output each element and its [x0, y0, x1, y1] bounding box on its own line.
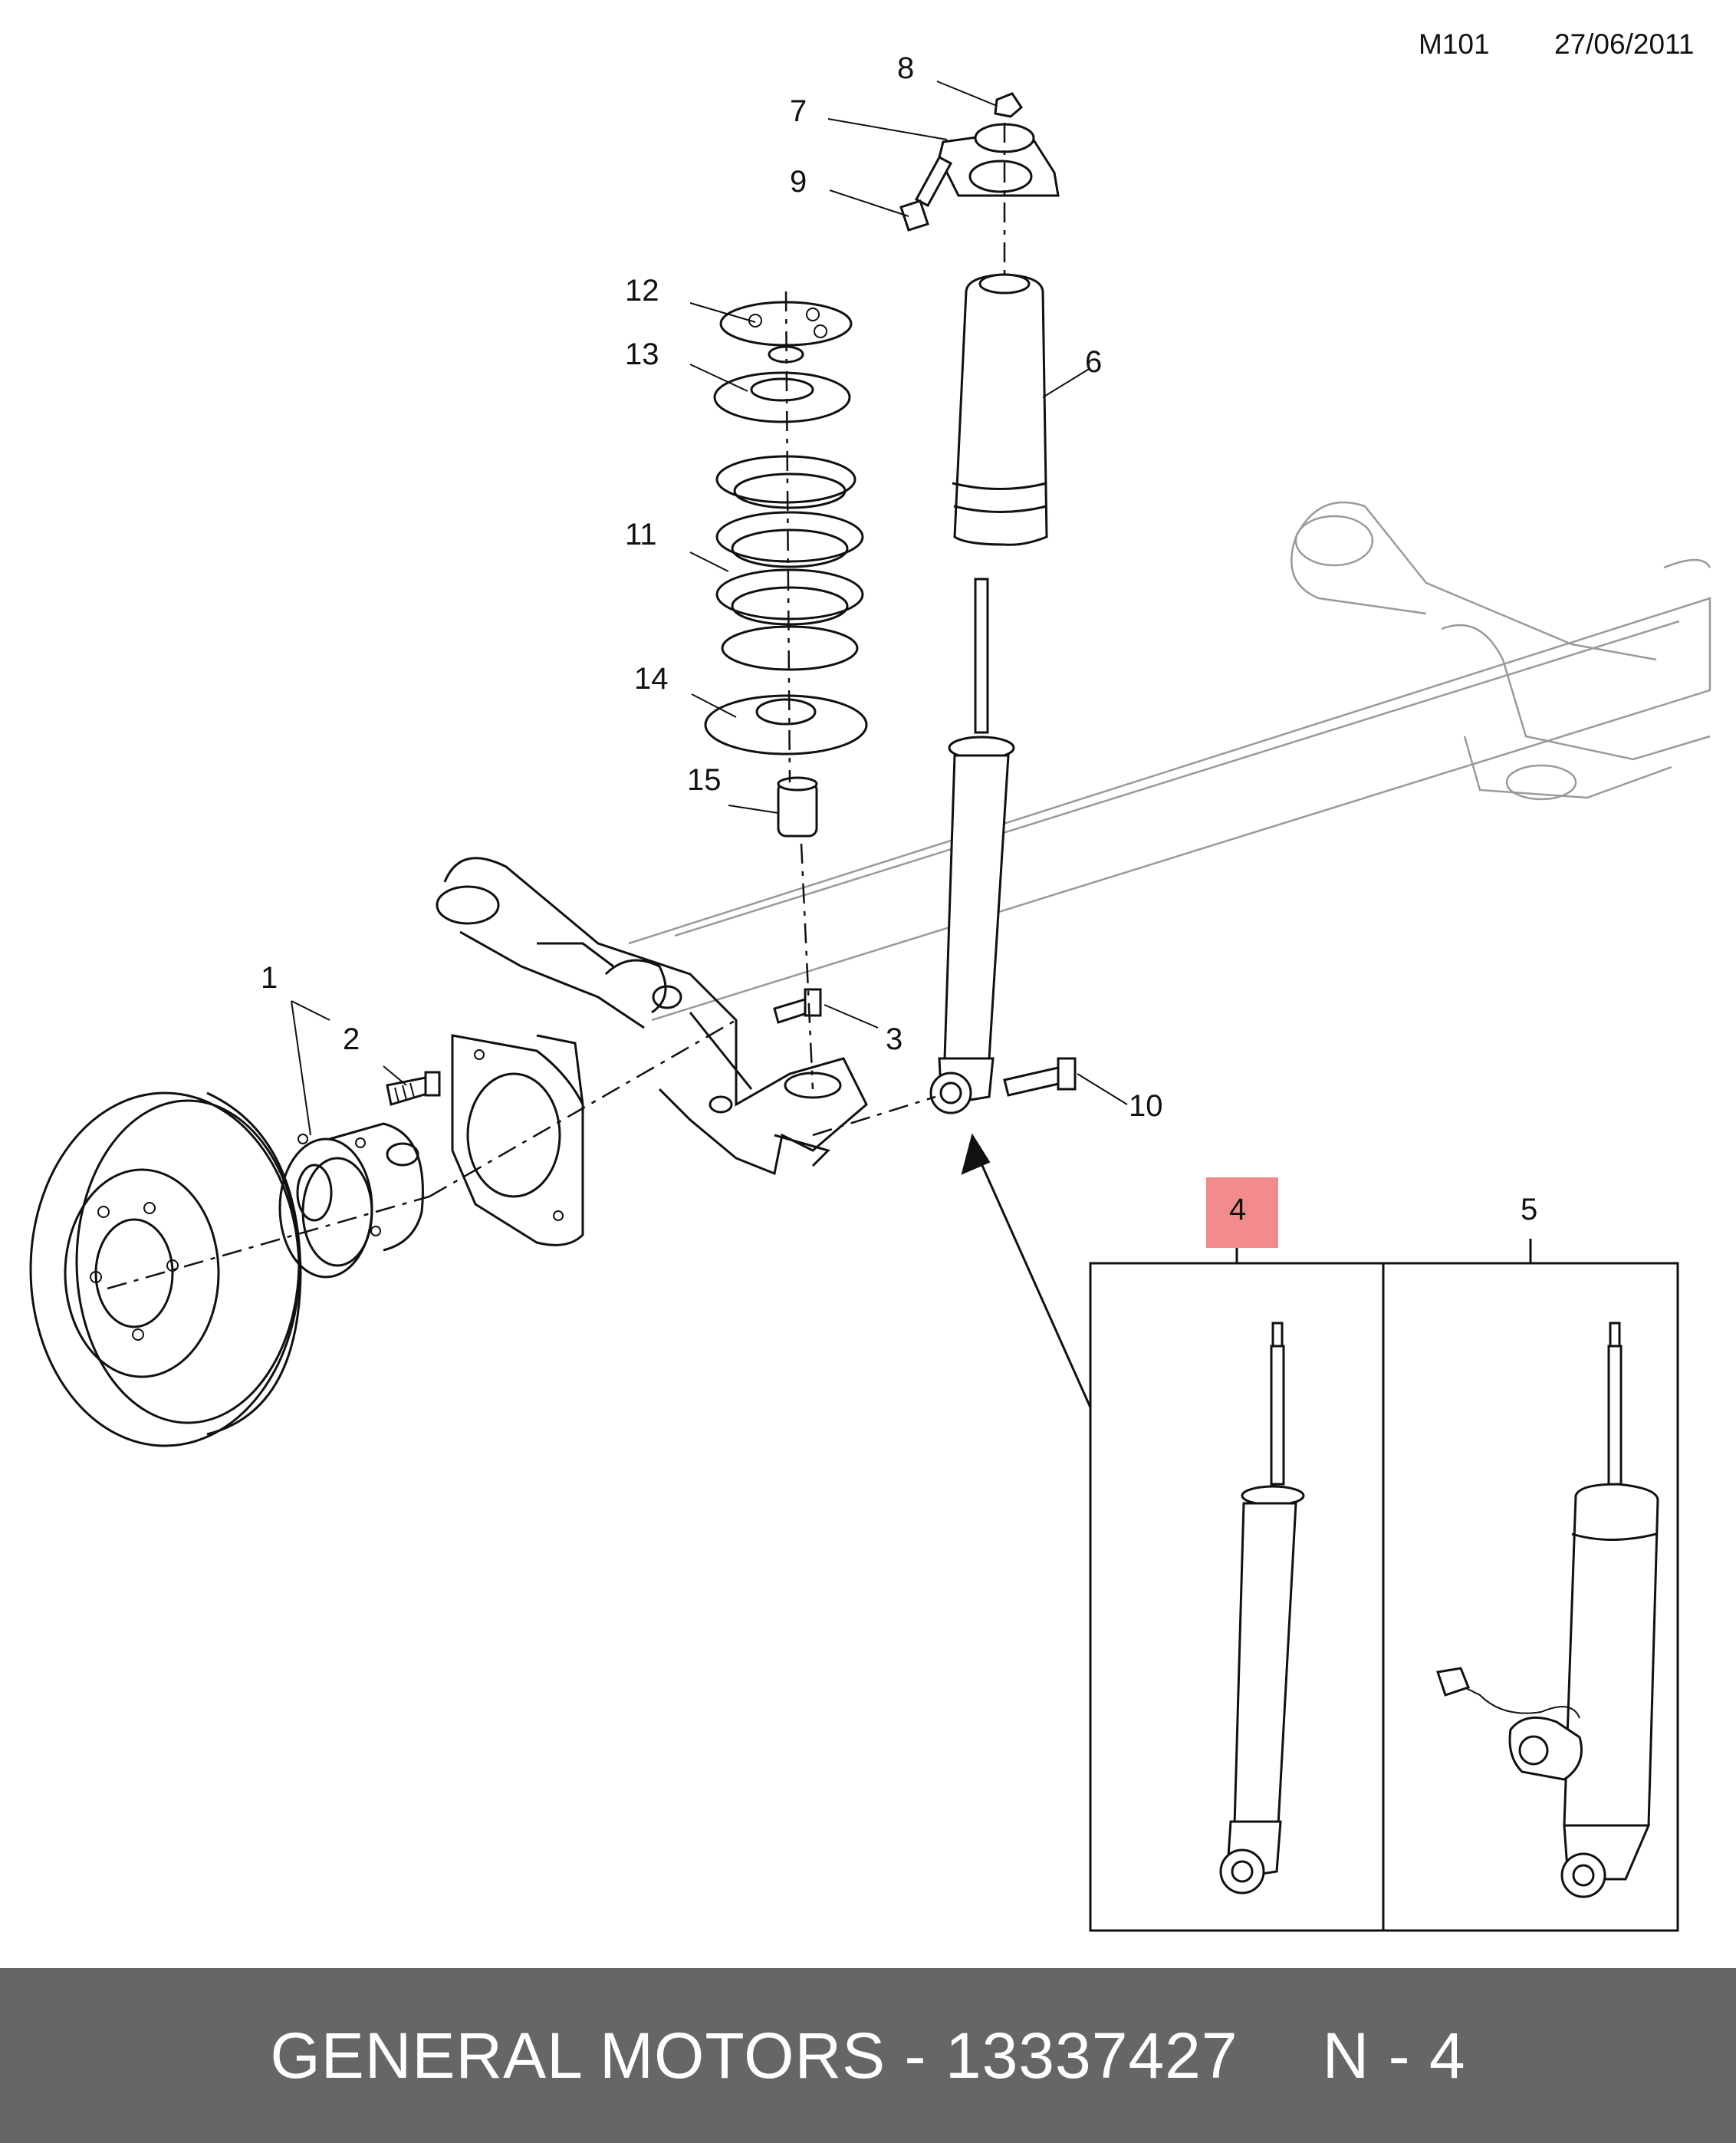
- callout-4: 4: [1229, 1193, 1246, 1226]
- callout-12: 12: [625, 274, 659, 308]
- shock-absorber-part-5[interactable]: [1436, 1322, 1659, 1898]
- callout-15: 15: [687, 763, 722, 797]
- shock-bolt: [1003, 1057, 1077, 1097]
- parts-detail-box: [1089, 1177, 1679, 1932]
- diagram-date: 27/06/2011: [1554, 28, 1694, 60]
- brake-disc: [29, 1091, 302, 1447]
- top-mount-bolt-9: [899, 155, 953, 232]
- bump-stop-15: [777, 776, 818, 838]
- knuckle-bolt: [773, 988, 822, 1024]
- callout-10: 10: [1129, 1089, 1163, 1123]
- part-number: 13337427: [945, 2019, 1238, 2092]
- callout-7: 7: [790, 94, 807, 128]
- callout-labels: 8 7 9 12 13 6 11 14 15 1 2 3 10 4 5: [261, 51, 1537, 1226]
- exploded-parts-diagram: M101 27/06/2011: [29, 28, 1711, 1932]
- shock-absorber-part-4[interactable]: [1219, 1322, 1305, 1894]
- leader-lines: [291, 81, 1128, 1136]
- callout-14: 14: [634, 662, 669, 696]
- top-mount-nut-8: [994, 92, 1023, 118]
- highlight-marker: [1206, 1177, 1278, 1248]
- callout-3: 3: [886, 1022, 903, 1056]
- brand-name: GENERAL MOTORS: [270, 2019, 886, 2092]
- spring-seat-lower-14: [704, 694, 868, 755]
- coil-spring-11: [715, 455, 864, 671]
- detail-arrow: [961, 1133, 1092, 1408]
- callout-11: 11: [625, 518, 657, 551]
- shock-absorber-main: [929, 578, 1015, 1114]
- callout-6: 6: [1085, 345, 1102, 379]
- callout-9: 9: [790, 165, 807, 199]
- separator: -: [904, 2019, 927, 2092]
- callout-13: 13: [625, 337, 659, 371]
- diagram-code: M101: [1419, 28, 1490, 60]
- position-ref: N - 4: [1322, 2019, 1466, 2092]
- assembly-axes: [107, 123, 1006, 1290]
- rear-axle-beam: [628, 501, 1711, 1022]
- top-mount-7: [938, 123, 1060, 197]
- spring-insulator-13: [713, 371, 851, 423]
- callout-8: 8: [897, 51, 914, 85]
- dust-boot-6: [952, 273, 1048, 546]
- callout-5: 5: [1521, 1193, 1537, 1226]
- callout-2: 2: [343, 1022, 360, 1056]
- trailing-arm-knuckle: [436, 857, 868, 1176]
- hub-bolt: [386, 1071, 441, 1106]
- callout-1: 1: [261, 961, 278, 995]
- brake-backing-plate: [451, 1034, 584, 1246]
- wheel-hub: [278, 1122, 424, 1279]
- part-info-footer: GENERAL MOTORS - 13337427 N - 4: [0, 1968, 1736, 2143]
